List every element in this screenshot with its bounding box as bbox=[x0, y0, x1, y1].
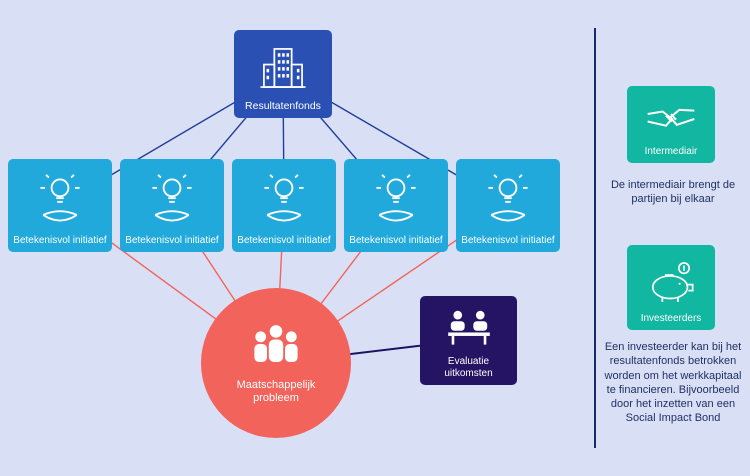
people-group-icon bbox=[244, 317, 308, 371]
investeerders-node: Investeerders bbox=[627, 245, 715, 330]
initiative-card: Betekenisvol initiatief bbox=[120, 159, 224, 252]
piggy-bank-icon bbox=[645, 260, 697, 304]
initiative-card: Betekenisvol initiatief bbox=[8, 159, 112, 252]
resultatenfonds-node: Resultatenfonds bbox=[234, 30, 332, 118]
intermediair-label: Intermediair bbox=[644, 146, 698, 157]
lightbulb-hand-icon bbox=[256, 172, 312, 228]
initiative-card: Betekenisvol initiatief bbox=[344, 159, 448, 252]
problem-label: Maatschappelijk probleem bbox=[235, 379, 318, 405]
investeerders-label: Investeerders bbox=[640, 313, 702, 324]
section-divider bbox=[594, 28, 596, 448]
problem-label-line2: probleem bbox=[253, 392, 299, 404]
intermediair-node: Intermediair bbox=[627, 86, 715, 163]
initiative-card: Betekenisvol initiatief bbox=[232, 159, 336, 252]
lightbulb-hand-icon bbox=[480, 172, 536, 228]
problem-label-line1: Maatschappelijk bbox=[236, 378, 316, 391]
initiative-card: Betekenisvol initiatief bbox=[456, 159, 560, 252]
initiative-label: Betekenisvol initiatief bbox=[237, 235, 331, 246]
intermediair-description: De intermediair brengt de partijen bij e… bbox=[610, 179, 736, 206]
initiative-label: Betekenisvol initiatief bbox=[349, 235, 443, 246]
initiative-label: Betekenisvol initiatief bbox=[461, 235, 555, 246]
building-icon bbox=[257, 42, 309, 94]
evaluatie-uitkomsten-node: Evaluatie uitkomsten bbox=[420, 296, 517, 385]
lightbulb-hand-icon bbox=[368, 172, 424, 228]
resultatenfonds-label: Resultatenfonds bbox=[245, 100, 321, 113]
meeting-icon bbox=[443, 306, 495, 352]
investeerders-description: Een investeerder kan bij het resultatenf… bbox=[604, 341, 742, 425]
maatschappelijk-probleem-node: Maatschappelijk probleem bbox=[201, 288, 351, 438]
initiative-label: Betekenisvol initiatief bbox=[13, 235, 107, 246]
lightbulb-hand-icon bbox=[32, 172, 88, 228]
evaluation-label: Evaluatie uitkomsten bbox=[444, 356, 493, 379]
handshake-icon bbox=[646, 102, 696, 136]
initiative-label: Betekenisvol initiatief bbox=[125, 235, 219, 246]
lightbulb-hand-icon bbox=[144, 172, 200, 228]
